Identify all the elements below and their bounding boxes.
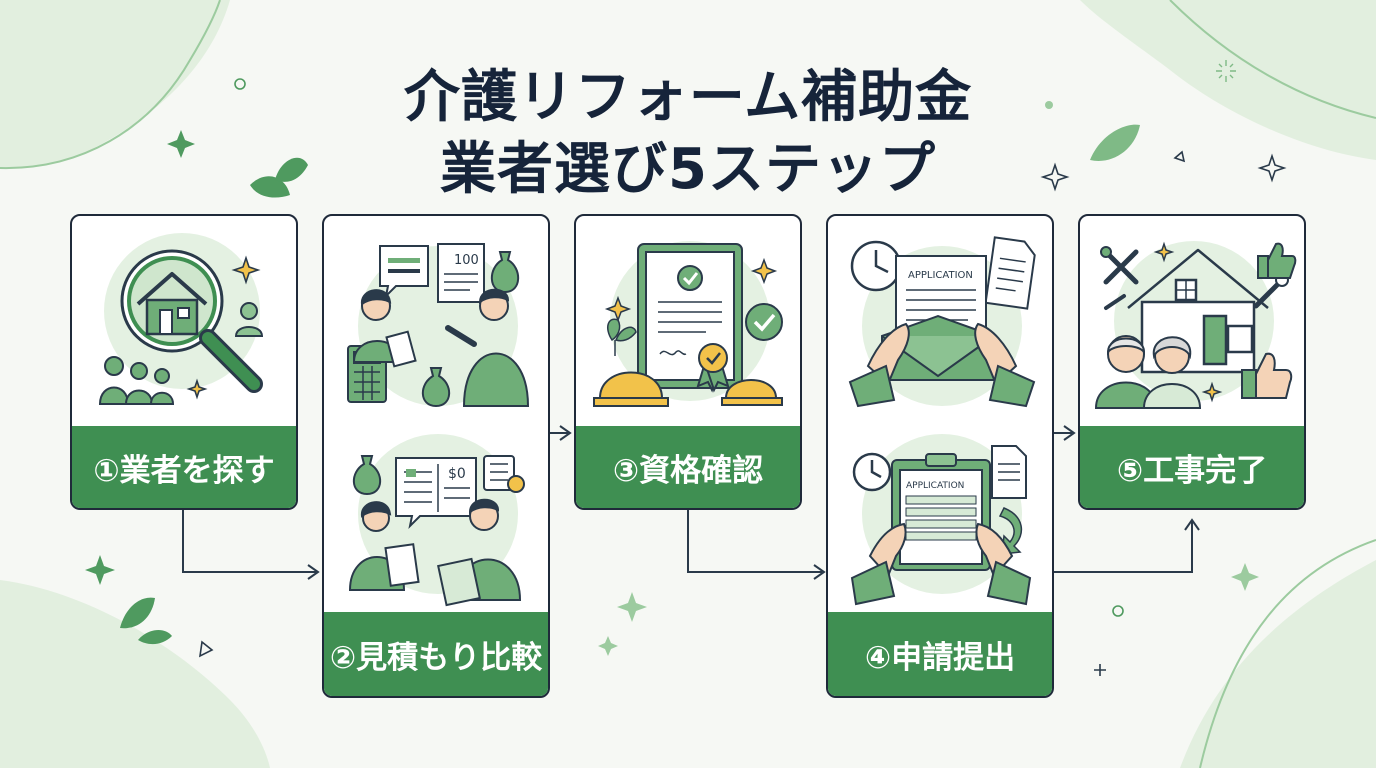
step-1-card: ①業者を探す xyxy=(70,214,298,510)
step-3-label: ③資格確認 xyxy=(576,426,800,508)
submit-application-illustration: APPLICATION APPLICATION xyxy=(848,236,1036,606)
step-1-label: ①業者を探す xyxy=(72,426,296,508)
compare-quotes-illustration: 100 $0 xyxy=(347,243,530,607)
quote-number-text: 100 xyxy=(454,253,479,268)
step-5-label: ⑤工事完了 xyxy=(1080,426,1304,508)
step-2-label: ②見積もり比較 xyxy=(324,612,548,696)
clock-icon xyxy=(852,452,892,492)
house-icon xyxy=(136,272,208,336)
qualification-check-illustration xyxy=(593,241,783,407)
money-bag-icon xyxy=(352,455,382,496)
document-icon xyxy=(991,445,1027,499)
woman-figure xyxy=(352,289,417,368)
estimate-sheet-icon: $0 xyxy=(395,457,477,530)
hard-hat-icon xyxy=(593,371,783,407)
document-icon xyxy=(984,236,1036,310)
step-5-card: ⑤工事完了 xyxy=(1078,214,1306,510)
page-subtitle: 業者選び5ステップ xyxy=(440,137,936,202)
check-circle-icon xyxy=(745,303,783,341)
calculator-icon xyxy=(483,455,525,493)
clock-icon xyxy=(850,240,902,292)
leaf-icon xyxy=(120,124,1140,645)
man-figure xyxy=(445,288,530,407)
page-title: 介護リフォーム補助金 xyxy=(403,65,973,130)
certificate-icon xyxy=(637,243,743,389)
step-4-label: ④申請提出 xyxy=(828,612,1052,696)
step-2-card: 100 $0 xyxy=(322,214,550,698)
man-figure xyxy=(437,498,522,607)
money-bag-icon xyxy=(421,251,520,408)
hands-icon xyxy=(850,522,1032,606)
plant-icon xyxy=(607,318,637,356)
hands-icon xyxy=(848,322,1036,408)
application-form-text: APPLICATION xyxy=(908,270,973,281)
thumbs-up-icon xyxy=(1241,242,1297,399)
clipboard-form-text: APPLICATION xyxy=(906,481,964,491)
family-icon xyxy=(98,356,175,405)
quote-amount-text: $0 xyxy=(448,466,466,482)
step-4-card: APPLICATION APPLICATION xyxy=(826,214,1054,698)
person-icon xyxy=(234,302,264,337)
woman-figure xyxy=(348,501,420,591)
step-3-card: ③資格確認 xyxy=(574,214,802,510)
quote-document-icon: 100 xyxy=(379,243,485,303)
award-seal-icon xyxy=(696,343,730,393)
elderly-couple-icon xyxy=(1094,335,1202,409)
clipboard-icon: APPLICATION xyxy=(891,453,991,571)
find-contractor-illustration xyxy=(98,233,264,405)
construction-complete-illustration xyxy=(1094,241,1297,409)
